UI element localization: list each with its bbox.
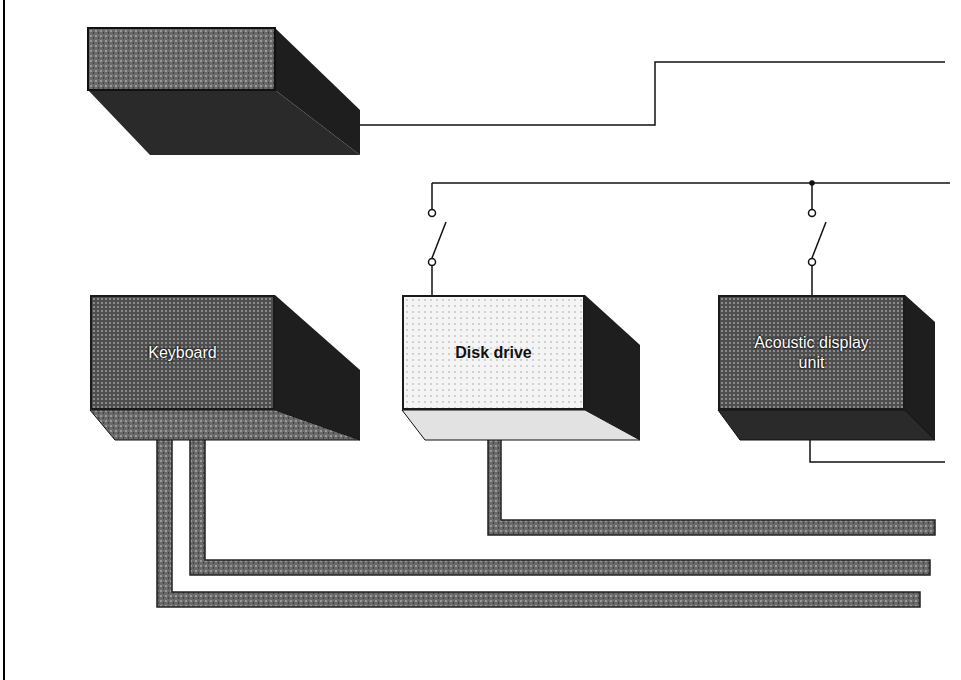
device-box: Keyboard (90, 295, 275, 410)
signal-wire (810, 440, 945, 462)
cable-bundle (157, 430, 935, 607)
device-label: Acoustic display unit (752, 333, 872, 371)
device-box: Disk drive (402, 295, 585, 410)
device-box: Acoustic display unit (718, 295, 905, 410)
device-label: Keyboard (148, 343, 217, 362)
device-label: Disk drive (455, 343, 531, 362)
signal-wire (360, 62, 945, 125)
top-unit (88, 28, 360, 155)
bus-switches (429, 181, 951, 295)
box-sides (90, 295, 935, 440)
frame-line (3, 0, 5, 680)
